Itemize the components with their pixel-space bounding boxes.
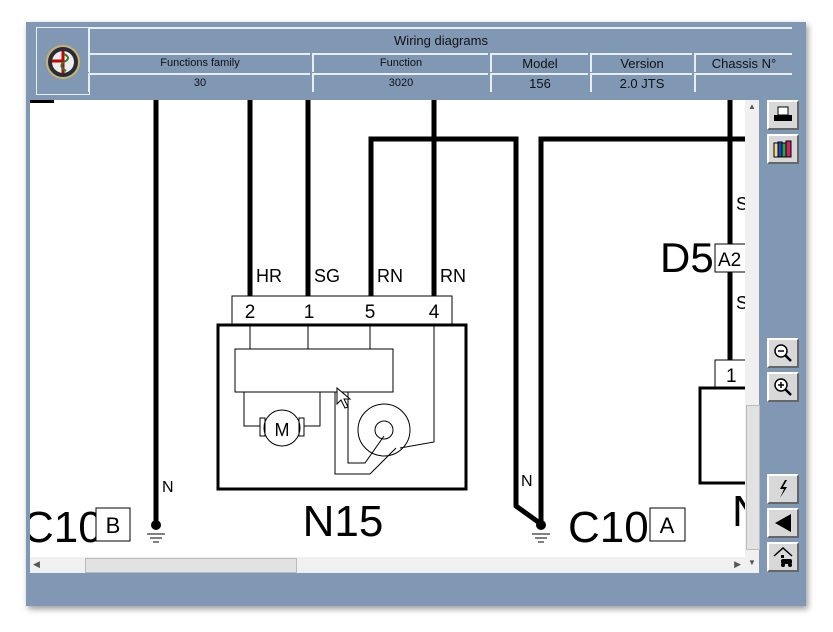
vertical-scrollbar[interactable]: ▲ ▼ [745, 100, 760, 573]
connector-pin-a: A [660, 513, 675, 538]
pin-number: 5 [365, 302, 376, 323]
zoom-out-button[interactable] [767, 338, 799, 368]
function-value: 3020 [312, 73, 488, 92]
lightning-icon [780, 480, 787, 498]
wires [30, 100, 745, 527]
printer-icon [774, 106, 792, 121]
electrical-button[interactable] [767, 474, 799, 504]
library-button[interactable] [767, 134, 799, 164]
version-value: 2.0 JTS [590, 73, 692, 92]
header-title: Wiring diagrams [88, 27, 792, 53]
connector-pin-b: B [106, 513, 121, 538]
wire-label: RN [440, 266, 466, 286]
print-button[interactable] [767, 100, 799, 130]
wire-label: SG [314, 266, 340, 286]
zoom-in-icon [774, 378, 792, 396]
books-icon [773, 140, 792, 158]
wire-label: S [736, 194, 745, 214]
back-button[interactable] [767, 508, 799, 538]
wire-label: HR [256, 266, 282, 286]
functions-family-label: Functions family [88, 53, 310, 72]
pin-number: 2 [245, 302, 256, 323]
home-car-icon [773, 546, 793, 567]
home-button[interactable] [767, 542, 799, 572]
pin-number: 1 [726, 366, 737, 387]
connector-n15[interactable]: 2 1 5 4 M [216, 295, 468, 491]
wire-label: S [736, 293, 745, 313]
model-label: Model [490, 53, 588, 72]
wire-label: N [521, 473, 533, 490]
motor-label: M [275, 420, 290, 440]
horizontal-scrollbar[interactable]: ◀ ▶ [30, 557, 745, 573]
chassis-value [694, 73, 792, 92]
chassis-label: Chassis N° [694, 53, 792, 72]
function-label: Function [312, 53, 488, 72]
wiring-diagram-canvas[interactable]: HR SG RN RN N N S S 2 1 5 4 M N15 C10 [30, 100, 745, 557]
alfa-romeo-logo [36, 27, 90, 95]
zoom-out-icon [774, 344, 792, 362]
functions-family-value: 30 [88, 73, 310, 92]
connector-pin-a2: A2 [718, 250, 741, 271]
wire-label: RN [377, 266, 403, 286]
component-label-c10: C10 [568, 503, 649, 552]
pin-number: 4 [429, 302, 440, 323]
version-label: Version [590, 53, 692, 72]
back-arrow-icon [775, 514, 791, 532]
vertical-scroll-thumb[interactable] [746, 405, 760, 550]
pin-number: 1 [304, 302, 315, 323]
component-label-c10: C10 [30, 503, 103, 552]
ground-symbols [147, 520, 550, 543]
component-label-d5: D5 [660, 234, 714, 281]
wire-label: N [162, 479, 174, 496]
component-label-n15: N15 [303, 497, 384, 546]
model-value: 156 [490, 73, 588, 92]
component-label-partial: N [732, 487, 745, 536]
horizontal-scroll-thumb[interactable] [85, 558, 297, 573]
zoom-in-button[interactable] [767, 372, 799, 402]
mouse-cursor [336, 386, 352, 409]
